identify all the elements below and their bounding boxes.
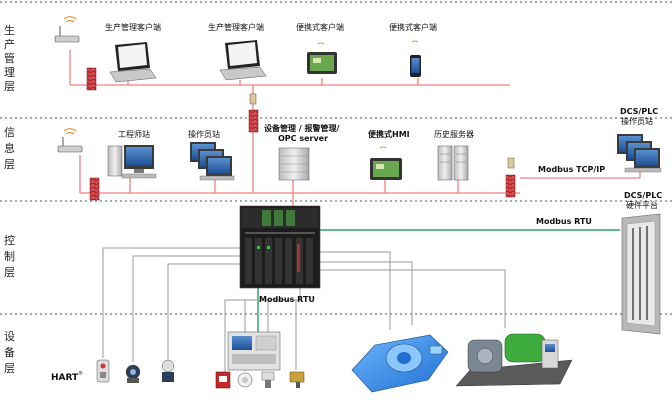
workstation-icon — [107, 145, 157, 179]
svg-text:备: 备 — [4, 345, 15, 359]
production-client-2-label: 生产管理客户端 — [208, 22, 264, 32]
svg-text:制: 制 — [4, 250, 15, 263]
dcs-operator-label-line1: DCS/PLC — [620, 107, 658, 116]
field-wiring — [102, 247, 506, 372]
svg-text:管: 管 — [4, 51, 15, 65]
layer-label-device: 设 备 层 — [4, 330, 15, 375]
firewall-icon — [86, 67, 97, 91]
layer-separators — [0, 1, 672, 315]
svg-text:层: 层 — [4, 266, 15, 279]
valve-icon — [289, 371, 305, 388]
transmitter-icon — [161, 359, 175, 382]
wifi-router-icon — [57, 128, 83, 153]
svg-text:生: 生 — [4, 23, 15, 37]
server-tower-icon — [437, 145, 469, 181]
plc-rack-icon — [239, 205, 321, 289]
svg-text:设: 设 — [4, 330, 15, 343]
history-server-label: 历史服务器 — [434, 129, 474, 139]
modbus-rtu-right-label: Modbus RTU — [536, 217, 592, 226]
valve-icon — [215, 371, 231, 389]
operator-console-icon — [190, 142, 235, 181]
layer-label-information: 信 息 层 — [4, 126, 15, 171]
transmitter-icon — [125, 364, 141, 383]
svg-text:层: 层 — [4, 158, 15, 171]
portable-hmi-label: 便携式HMI — [368, 129, 410, 139]
modbus-tcp-label: Modbus TCP/IP — [538, 165, 605, 174]
firewall-icon — [505, 174, 516, 198]
compressor-icon — [455, 333, 573, 387]
device-mgmt-label-line1: 设备管理 / 报警管理/ — [264, 123, 339, 133]
svg-text:®: ® — [78, 370, 83, 377]
operator-station-label: 操作员站 — [188, 129, 220, 139]
firewall-icon — [89, 177, 100, 201]
svg-text:HART: HART — [51, 373, 79, 383]
svg-text:息: 息 — [4, 141, 15, 155]
server-tower-icon — [278, 147, 310, 181]
dcs-hardware-label-line1: DCS/PLC — [624, 191, 662, 200]
tablet-icon — [370, 146, 402, 180]
phone-icon — [410, 40, 421, 77]
svg-text:产: 产 — [4, 37, 15, 51]
dcs-hardware-label-line2: 硬件平台 — [626, 200, 658, 210]
tablet-icon — [307, 42, 337, 74]
layer-label-control: 控 制 层 — [4, 233, 15, 279]
portable-client-2-label: 便携式客户端 — [389, 22, 437, 32]
laptop-icon — [219, 40, 267, 81]
operator-console-icon — [617, 134, 662, 173]
dcs-operator-label-line2: 操作员站 — [621, 116, 653, 126]
panel-meter-icon — [227, 331, 281, 371]
transmitter-icon — [237, 372, 253, 388]
laptop-icon — [109, 42, 157, 83]
pump-icon — [351, 334, 449, 393]
svg-text:层: 层 — [4, 362, 15, 375]
firewall-icon — [248, 109, 259, 133]
svg-text:控: 控 — [4, 233, 15, 247]
ethernet-links — [69, 50, 641, 210]
portable-client-1-label: 便携式客户端 — [296, 22, 344, 32]
svg-text:层: 层 — [4, 80, 15, 93]
layer-label-production: 生 产 管 理 层 — [4, 23, 15, 93]
wifi-router-icon — [54, 16, 80, 43]
modbus-rtu-links — [257, 229, 620, 333]
gateway-icon — [249, 93, 515, 169]
cabinet-icon — [621, 213, 661, 335]
transmitter-icon — [96, 359, 110, 383]
device-mgmt-label-line2: OPC server — [278, 134, 328, 143]
svg-text:理: 理 — [4, 66, 15, 79]
engineer-station-label: 工程师站 — [118, 129, 150, 139]
hart-logo: HART ® — [51, 370, 83, 383]
svg-text:信: 信 — [4, 126, 15, 139]
modbus-rtu-bottom-label: Modbus RTU — [259, 295, 315, 304]
production-client-1-label: 生产管理客户端 — [105, 22, 161, 32]
transmitter-icon — [261, 371, 275, 388]
